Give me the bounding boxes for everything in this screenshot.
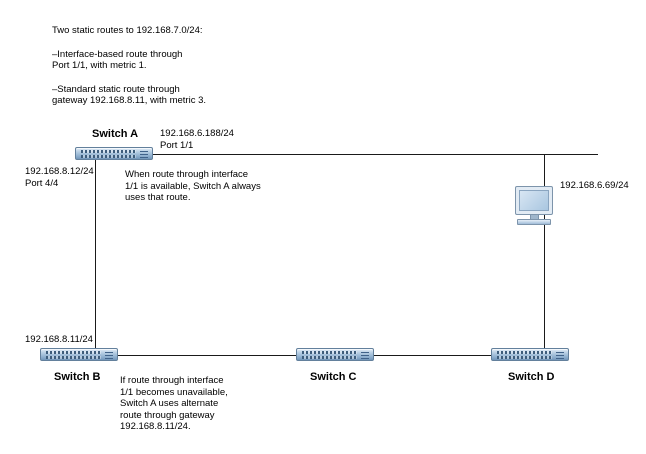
keyboard-icon: [517, 219, 551, 225]
intro-heading: Two static routes to 192.168.7.0/24:: [52, 25, 203, 36]
monitor-icon: [515, 186, 553, 215]
switch-c-label: Switch C: [310, 371, 357, 383]
link-lan-to-switch-d: [544, 154, 545, 354]
link-switch-a-to-lan: [153, 154, 598, 155]
switch-a-left-ip-value: 192.168.8.12/24: [25, 166, 94, 177]
switch-a-note: When route through interface 1/1 is avai…: [125, 169, 261, 203]
switch-b-icon: [40, 348, 118, 361]
workstation-icon: [512, 186, 556, 225]
switch-b-ip: 192.168.8.11/24: [25, 334, 93, 345]
workstation-ip: 192.168.6.69/24: [560, 180, 629, 191]
switch-led-block-icon: [140, 151, 148, 158]
switch-a-ip-value: 192.168.6.188/24: [160, 128, 234, 139]
monitor-screen-icon: [519, 190, 549, 211]
switch-c-icon: [296, 348, 374, 361]
switch-b-note: If route through interface 1/1 becomes u…: [120, 375, 228, 432]
monitor-stand-icon: [529, 215, 539, 219]
link-switch-a-to-switch-b: [95, 160, 96, 352]
switch-a-label: Switch A: [92, 128, 139, 140]
switch-d-icon: [491, 348, 569, 361]
intro-route-gateway: –Standard static route through gateway 1…: [52, 83, 207, 107]
switch-a-port-value: Port 1/1: [160, 139, 194, 151]
intro-route-interface: –Interface-based route through Port 1/1,…: [52, 48, 183, 72]
switch-led-block-icon: [105, 352, 113, 359]
switch-led-block-icon: [361, 352, 369, 359]
switch-b-label: Switch B: [54, 371, 101, 383]
intro-text-block: Two static routes to 192.168.7.0/24: –In…: [52, 25, 206, 119]
switch-a-left-port-value: Port 4/4: [25, 177, 59, 189]
switch-led-block-icon: [556, 352, 564, 359]
switch-d-label: Switch D: [508, 371, 555, 383]
switch-a-icon: [75, 147, 153, 160]
